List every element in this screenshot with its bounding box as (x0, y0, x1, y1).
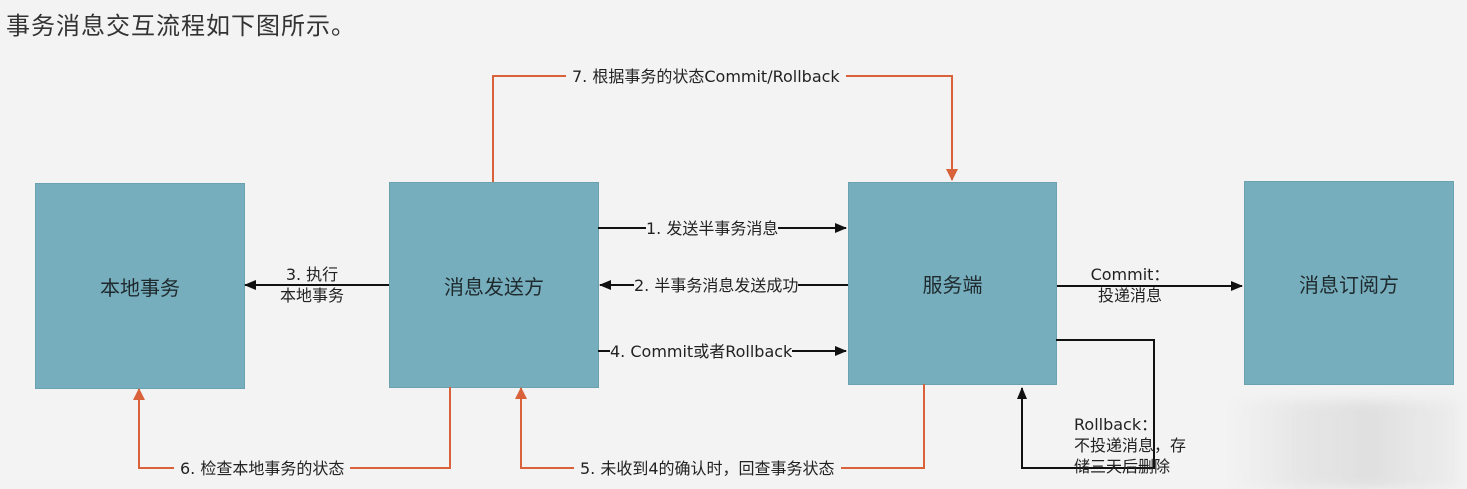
edge-step7 (492, 75, 958, 182)
edge-rollback (1017, 339, 1155, 469)
edge-step2-label: 2. 半事务消息发送成功 (634, 275, 799, 296)
server-node: 服务端 (848, 182, 1057, 385)
edge-step7-label: 7. 根据事务的状态Commit/Rollback (566, 66, 846, 87)
message-sender-label: 消息发送方 (444, 274, 544, 299)
page-caption: 事务消息交互流程如下图所示。 (6, 12, 356, 40)
local-transaction-node: 本地事务 (35, 183, 245, 389)
edge-step6-label: 6. 检查本地事务的状态 (174, 458, 351, 479)
edge-rollback-label: Rollback： 不投递消息，存 储三天后删除 (1074, 415, 1187, 476)
message-subscriber-label: 消息订阅方 (1299, 272, 1399, 297)
edge-step6 (133, 387, 451, 469)
edge-step5 (515, 384, 925, 469)
local-transaction-label: 本地事务 (100, 275, 180, 300)
edge-step5-label: 5. 未收到4的确认时，回查事务状态 (574, 458, 841, 479)
blurred-watermark-area (1230, 400, 1460, 489)
edge-step1-label: 1. 发送半事务消息 (646, 218, 779, 239)
message-sender-node: 消息发送方 (389, 182, 599, 388)
message-subscriber-node: 消息订阅方 (1244, 181, 1454, 385)
edge-step3-label: 3. 执行 本地事务 (279, 265, 344, 305)
edge-commit-label: Commit： 投递消息 (1090, 265, 1170, 305)
edge-step4-label: 4. Commit或者Rollback (610, 341, 793, 362)
server-label: 服务端 (922, 273, 983, 297)
